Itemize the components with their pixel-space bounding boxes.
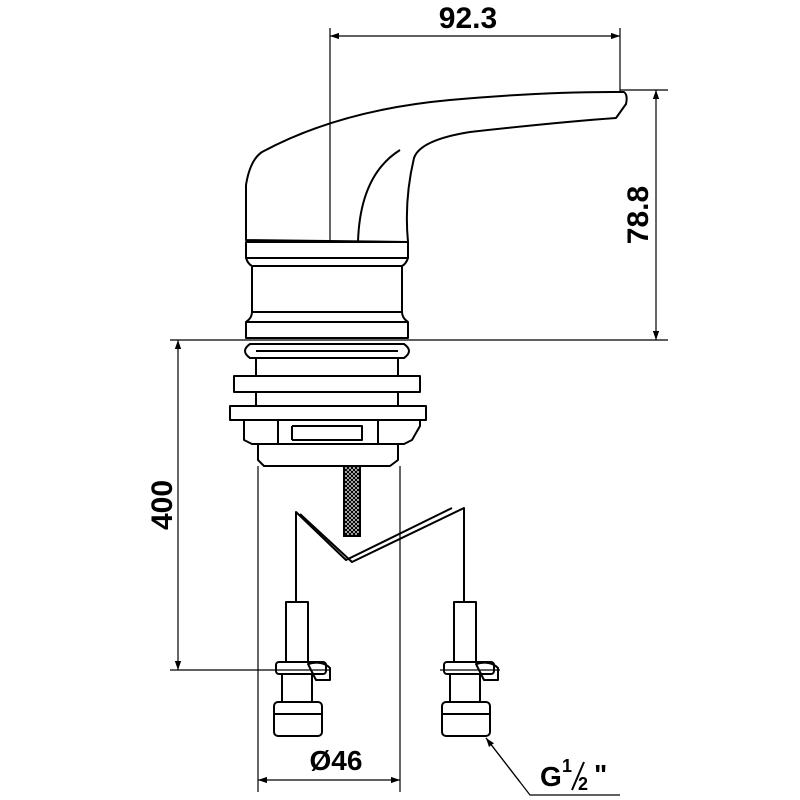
nut-face [292, 425, 363, 441]
dim-width-label: 92.3 [439, 2, 497, 35]
flange-washer [229, 405, 427, 421]
seal-ring [244, 343, 410, 359]
thread-leader-arrow [485, 737, 521, 783]
hose-right [299, 507, 465, 602]
nut-left [273, 701, 323, 737]
thread-suffix: " [594, 759, 607, 790]
cartridge-housing [245, 241, 409, 339]
clip-right [443, 661, 495, 675]
thread-spec-label: G 1 2 " [540, 756, 607, 794]
nut-right [441, 701, 491, 737]
clip-left [275, 661, 327, 675]
lever-handle [245, 91, 628, 243]
dim-height-left-label: 400 [146, 480, 179, 530]
fixing-nut [243, 419, 421, 445]
thread-denominator: 2 [578, 774, 588, 794]
pipe-right [453, 601, 477, 663]
dim-diameter-label: Ø46 [310, 745, 363, 776]
clip-tab-left [307, 661, 331, 681]
dim-height-right-label: 78.8 [622, 186, 655, 244]
collar-left [281, 673, 313, 703]
clip-tab-right [475, 661, 499, 681]
lever-inner-curve [357, 149, 401, 243]
threaded-rod [343, 465, 361, 537]
fraction-slash [571, 761, 585, 791]
collar-right [449, 673, 481, 703]
base-ring [233, 375, 421, 393]
thread-prefix: G [540, 761, 562, 792]
shank [257, 444, 399, 467]
thread-numerator: 1 [562, 756, 572, 776]
hose-left [295, 507, 453, 602]
pipe-left [285, 601, 309, 663]
